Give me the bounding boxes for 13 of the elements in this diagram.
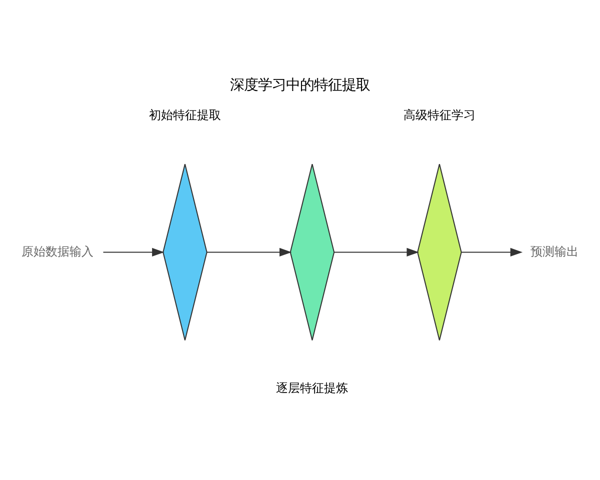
label: 逐层特征提炼 [276, 380, 348, 394]
node-diamond [290, 163, 335, 340]
node-diamond [162, 163, 208, 340]
label: 初始特征提取 [148, 107, 221, 122]
arrow [103, 247, 164, 256]
node-diamond [417, 163, 462, 340]
arrow [206, 247, 292, 256]
node-text: 原始数据输入 [22, 244, 94, 258]
label: 高级特征学习 [403, 107, 476, 122]
node-text: 预测输出 [530, 244, 578, 258]
arrow [334, 247, 419, 256]
arrow [461, 247, 523, 256]
diagram-title: 深度学习中的特征提取 [230, 77, 370, 94]
